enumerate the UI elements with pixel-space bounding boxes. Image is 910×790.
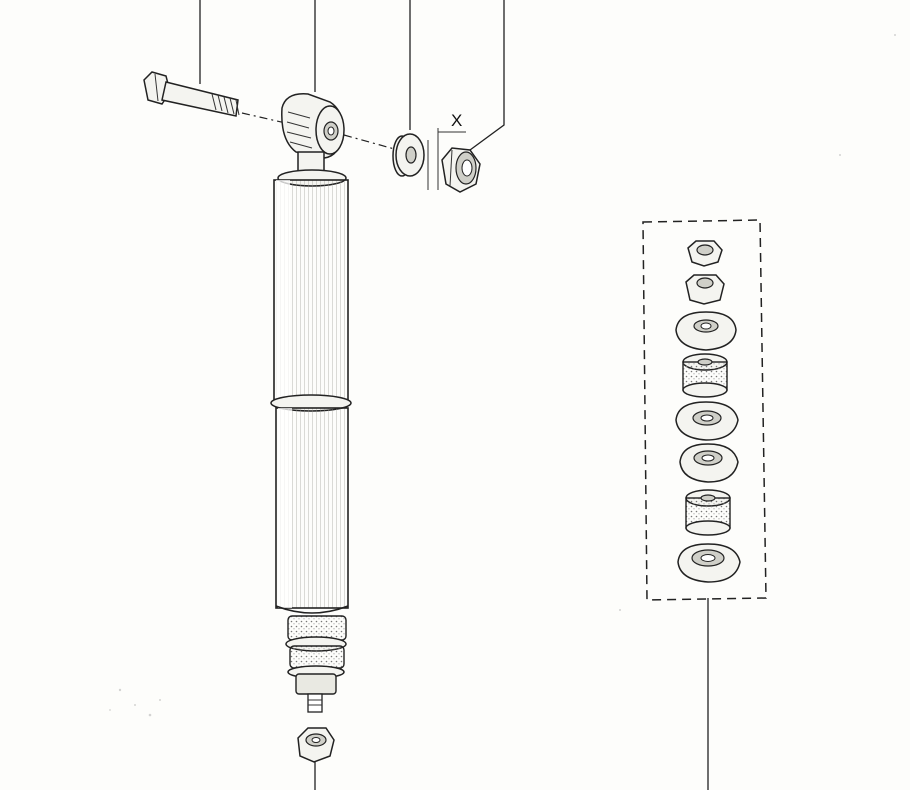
lock-nut-icon — [441, 147, 481, 193]
cup-washer-icon — [675, 311, 737, 351]
dimension-x: X — [427, 111, 466, 190]
cup-washer-icon — [675, 401, 739, 441]
shock-absorber-body-icon — [270, 169, 352, 713]
leader-lines — [199, 0, 709, 790]
cup-washer-icon — [679, 443, 739, 483]
bolt-icon — [143, 71, 291, 125]
rubber-bush-icon — [685, 489, 731, 536]
shock-absorber-eye-icon — [281, 93, 399, 175]
nut-icon — [685, 274, 725, 305]
rubber-bush-icon — [682, 353, 728, 398]
bottom-nut-icon — [297, 727, 335, 763]
scan-artifacts — [109, 34, 896, 717]
cup-washer-icon — [677, 543, 741, 583]
mounting-kit-icon — [642, 219, 767, 601]
washer-icon — [392, 133, 425, 177]
nut-icon — [687, 240, 723, 267]
dimension-label: X — [451, 111, 462, 130]
